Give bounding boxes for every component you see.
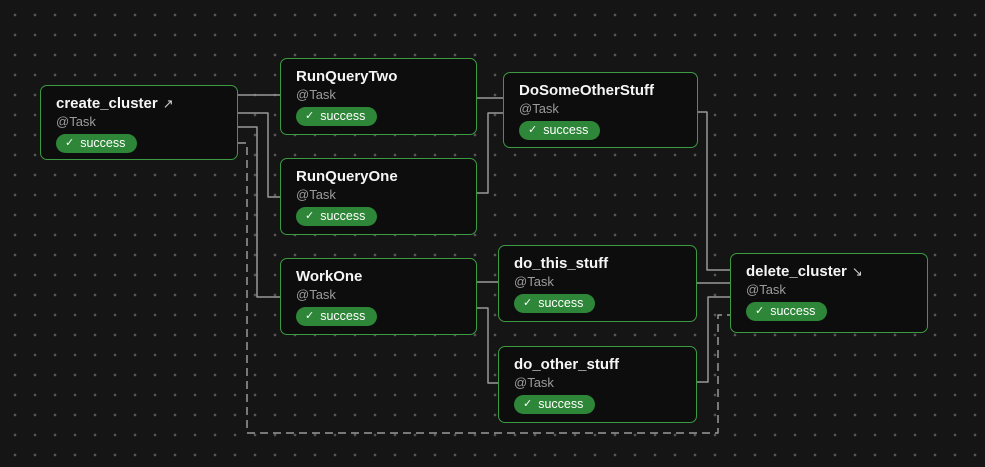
task-node-runquerytwo[interactable]: RunQueryTwo @Task ✓ success (280, 58, 477, 135)
status-badge: ✓ success (296, 207, 378, 226)
workflow-start-arrow-icon: ↗ (162, 96, 174, 111)
node-title: delete_cluster ↘ (746, 262, 912, 281)
status-text: success (538, 296, 584, 310)
edge-WorkOne-to-do_other_stuff (477, 307, 498, 384)
status-badge: ✓ success (296, 307, 378, 326)
node-type-label: @Task (296, 287, 336, 302)
status-text: success (320, 309, 366, 323)
check-icon: ✓ (523, 397, 533, 410)
status-text: success (320, 209, 366, 223)
status-text: success (770, 304, 816, 318)
task-node-dosomeotherstuff[interactable]: DoSomeOtherStuff @Task ✓ success (503, 72, 698, 148)
edge-create_cluster-to-delete_cluster (238, 142, 730, 434)
node-type-label: @Task (296, 87, 336, 102)
status-badge: ✓ success (514, 395, 596, 414)
task-node-create-cluster[interactable]: create_cluster ↗ @Task ✓ success (40, 85, 238, 160)
check-icon: ✓ (65, 136, 75, 149)
node-title: do_this_stuff (514, 254, 681, 273)
status-badge: ✓ success (514, 294, 596, 313)
node-title-text: RunQueryTwo (296, 68, 398, 85)
workflow-end-arrow-icon: ↘ (851, 264, 863, 279)
node-title-text: do_this_stuff (514, 255, 609, 272)
node-type-label: @Task (56, 114, 96, 129)
node-title: DoSomeOtherStuff (519, 81, 682, 100)
node-type-label: @Task (519, 101, 559, 116)
edge-DoSomeOtherStuff-to-delete_cluster (698, 111, 730, 271)
task-node-delete-cluster[interactable]: delete_cluster ↘ @Task ✓ success (730, 253, 928, 333)
check-icon: ✓ (755, 304, 765, 317)
edge-create_cluster-to-WorkOne (238, 126, 280, 298)
check-icon: ✓ (305, 209, 315, 222)
status-text: success (543, 123, 589, 137)
status-text: success (80, 136, 126, 150)
node-title-text: WorkOne (296, 268, 363, 285)
node-type-label: @Task (514, 274, 554, 289)
node-title: RunQueryTwo (296, 67, 461, 86)
node-title: RunQueryOne (296, 167, 461, 186)
node-type-label: @Task (514, 375, 554, 390)
status-text: success (320, 109, 366, 123)
node-title-text: delete_cluster (746, 263, 847, 280)
edge-create_cluster-to-RunQueryOne (238, 112, 280, 198)
node-title: do_other_stuff (514, 355, 681, 374)
status-text: success (538, 397, 584, 411)
check-icon: ✓ (523, 296, 533, 309)
check-icon: ✓ (305, 309, 315, 322)
edge-RunQueryOne-to-DoSomeOtherStuff (477, 112, 503, 194)
task-node-workone[interactable]: WorkOne @Task ✓ success (280, 258, 477, 335)
node-title-text: do_other_stuff (514, 356, 619, 373)
task-node-do-other-stuff[interactable]: do_other_stuff @Task ✓ success (498, 346, 697, 423)
node-type-label: @Task (746, 282, 786, 297)
node-title-text: RunQueryOne (296, 168, 398, 185)
check-icon: ✓ (305, 109, 315, 122)
node-title: create_cluster ↗ (56, 94, 222, 113)
check-icon: ✓ (528, 123, 538, 136)
edge-do_other_stuff-to-delete_cluster (697, 296, 730, 383)
status-badge: ✓ success (519, 121, 601, 140)
status-badge: ✓ success (56, 134, 138, 153)
status-badge: ✓ success (296, 107, 378, 126)
task-node-runqueryone[interactable]: RunQueryOne @Task ✓ success (280, 158, 477, 235)
status-badge: ✓ success (746, 302, 828, 321)
node-type-label: @Task (296, 187, 336, 202)
task-node-do-this-stuff[interactable]: do_this_stuff @Task ✓ success (498, 245, 697, 322)
node-title: WorkOne (296, 267, 461, 286)
node-title-text: DoSomeOtherStuff (519, 82, 654, 99)
node-title-text: create_cluster (56, 95, 158, 112)
